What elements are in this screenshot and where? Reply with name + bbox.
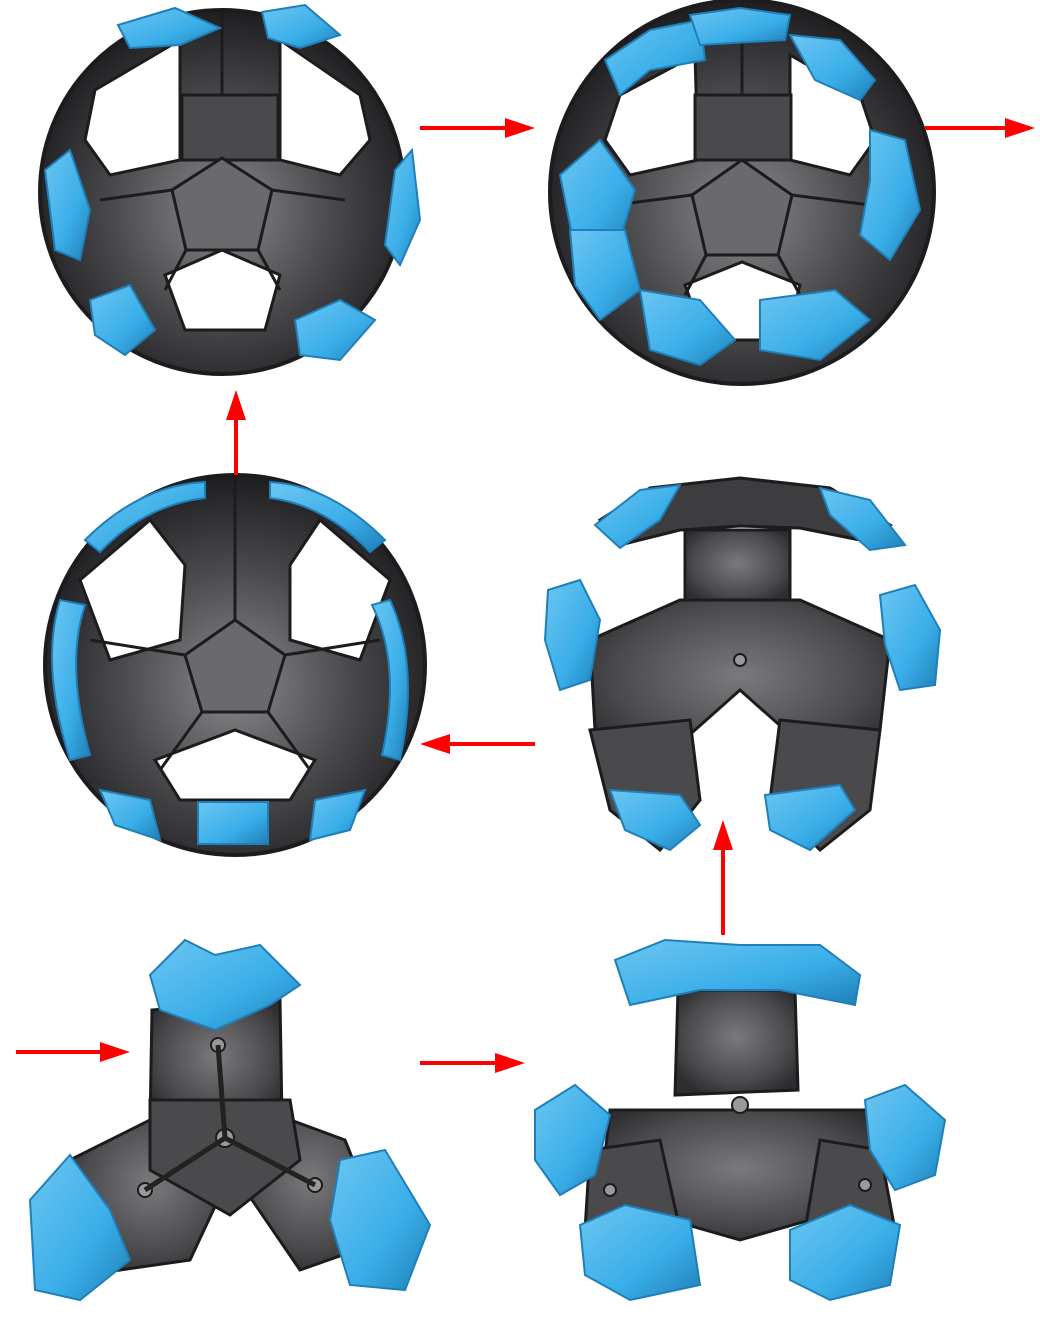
stage-3-open-assembly bbox=[545, 478, 940, 850]
stage-3-center-hub bbox=[734, 654, 746, 666]
stage-5-top-panel bbox=[182, 95, 278, 160]
stage-5-sphere-open bbox=[40, 5, 420, 374]
stage-4-hemisphere bbox=[45, 475, 425, 855]
arrow-stage-4-to-5 bbox=[226, 390, 246, 475]
arrow-stage-1-to-2 bbox=[420, 1053, 525, 1073]
arrow-into-stage-1 bbox=[16, 1042, 130, 1062]
stage-6-connector-top bbox=[690, 8, 790, 45]
stage-2-center-hub bbox=[732, 1097, 748, 1113]
stage-2-connector-left-b bbox=[580, 1205, 700, 1300]
stage-2-folding bbox=[535, 940, 945, 1300]
stage-4-connector-bottom bbox=[198, 802, 268, 844]
arrow-stage-5-to-6 bbox=[420, 118, 535, 138]
stage-6-sphere-complete bbox=[550, 0, 934, 384]
stage-3-connector-right bbox=[880, 585, 940, 690]
arrow-out-of-stage-6 bbox=[925, 118, 1035, 138]
stage-6-top-panel bbox=[695, 95, 791, 160]
stage-2-arm-top bbox=[675, 990, 798, 1095]
stage-3-connector-left bbox=[545, 580, 600, 690]
stage-1-flat-net bbox=[30, 940, 430, 1300]
stage-3-stem bbox=[685, 530, 790, 605]
stage-3-connector-right-bottom bbox=[765, 785, 855, 850]
stage-1-connector-right bbox=[330, 1150, 430, 1290]
arrow-stage-3-to-4 bbox=[420, 734, 535, 754]
arrow-stage-2-to-3 bbox=[713, 820, 733, 935]
stage-2-right-hub bbox=[859, 1179, 871, 1191]
stage-2-left-hub bbox=[604, 1184, 616, 1196]
